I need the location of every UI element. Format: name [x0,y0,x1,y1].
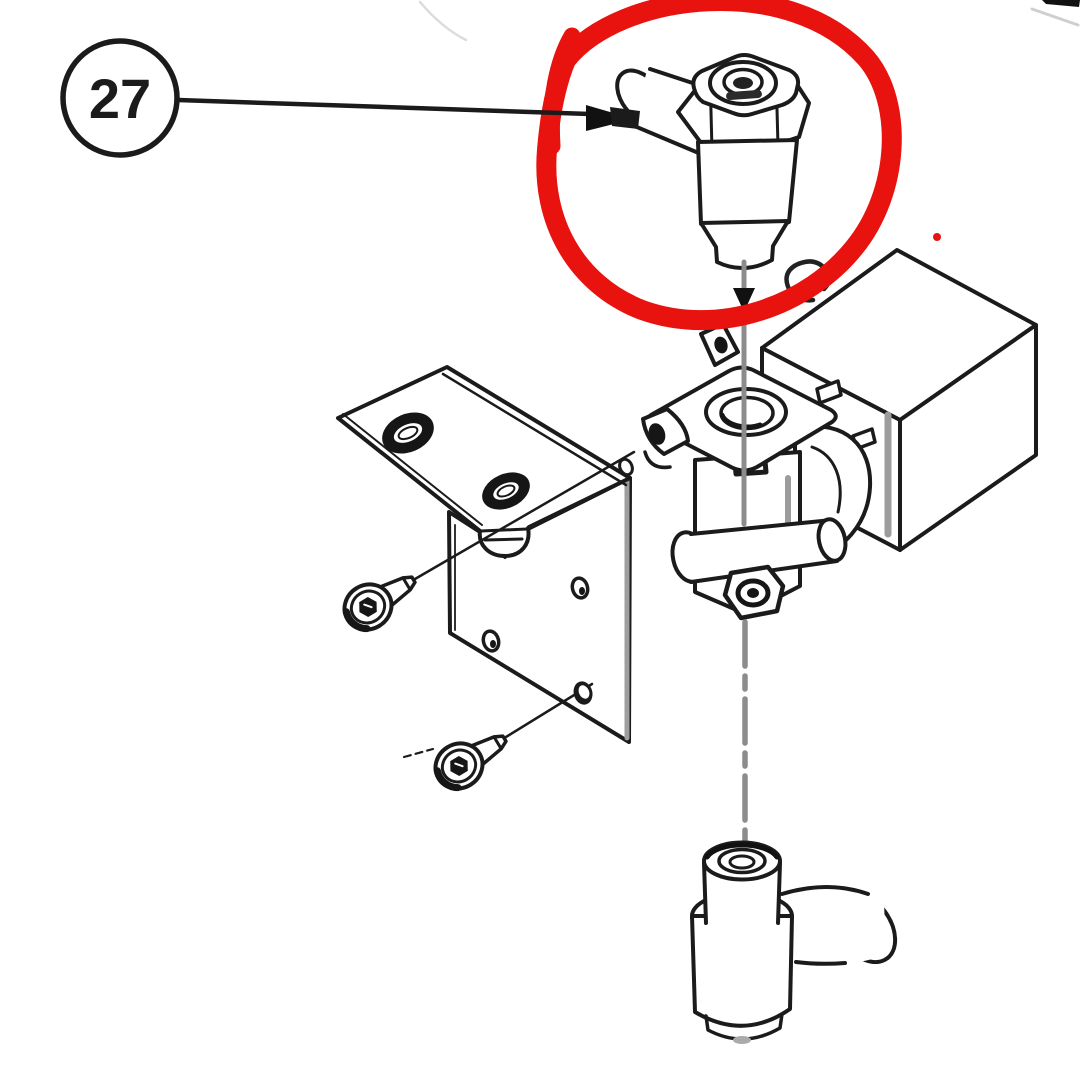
faint-smudge [418,0,468,42]
hex-plug-ring [735,578,771,608]
screw-tip-line [492,735,503,751]
screw-head-shadow [342,608,371,633]
marker-main-stroke [536,0,902,331]
terminal-tab-hole [714,336,728,354]
marker-overlap-stroke [542,27,581,155]
screw-leader-line [413,450,636,581]
hole-shadow [579,587,585,595]
socket-head-screw [402,682,594,792]
fitting-nub [733,1036,751,1044]
mounting-ear-hole [648,423,666,445]
assembly-centerline-top [733,259,755,527]
socket-glint [363,603,373,609]
ring-shadow [726,90,762,100]
flange-thickness-line [441,372,628,487]
fitting-body-cylinder [696,138,799,234]
fold-notch-lines [479,527,529,542]
hex-plug-center [747,588,759,598]
tube-bore [733,77,753,89]
scan-artifacts [418,0,1080,42]
slot-inner-line [397,425,419,441]
push-to-connect-elbow-fitting-bottom [690,840,898,1044]
fitting-thread-nose [699,219,790,270]
collar-rim-shadow [704,842,780,860]
leader-arrowhead [586,105,634,131]
screw-target-hole [575,682,593,702]
bracket-slot [382,412,434,454]
screw-head-inner [349,589,387,625]
screw-tip-line [401,576,412,592]
collar-ring-inner [728,854,756,870]
collar-sides [702,861,782,925]
marker-stray-dot [933,233,941,241]
hole-shadow [490,640,496,648]
down-arrowhead [733,288,755,312]
bracket-plate-hole [481,629,501,653]
socket-head-screw [342,450,636,633]
callout-balloon-27: 27 [60,38,640,158]
fitting-body-cylinder [690,914,794,1028]
port-cylinder-end [816,517,848,563]
screw-axis-dashes [402,747,435,759]
coil-terminal-tab [815,379,843,405]
screw-head-inner [440,748,478,784]
balloon-circle [60,38,180,158]
elbow-arm-edges [780,885,870,966]
page-edge-mark [1042,0,1080,7]
elbow-arm-fill [780,882,886,966]
screw-target-hole [618,457,634,477]
red-marker-ellipse [536,0,941,331]
socket-glint [454,762,464,768]
bracket-plate-hole [570,576,590,600]
mounting-ear-foot [643,450,672,470]
screw-shape [433,734,508,792]
push-to-connect-elbow-fitting-top [615,53,811,270]
callout-leader-line [175,97,593,117]
hex-socket [450,755,468,777]
solenoid-coil-box [760,248,1038,552]
bracket-slot [482,472,530,510]
tube-stub [610,107,640,129]
valve-bonnet-curve [810,445,842,514]
faint-streak [1030,7,1080,27]
screw-head-shadow [433,767,462,792]
hex-socket [359,596,377,618]
valve-port-cylinder [670,517,848,621]
port-shadow-arc [719,412,763,430]
balloon-number: 27 [89,67,151,130]
flange-thickness-line [342,413,483,526]
screw-shape [342,575,417,633]
slot-inner-line [496,484,516,498]
